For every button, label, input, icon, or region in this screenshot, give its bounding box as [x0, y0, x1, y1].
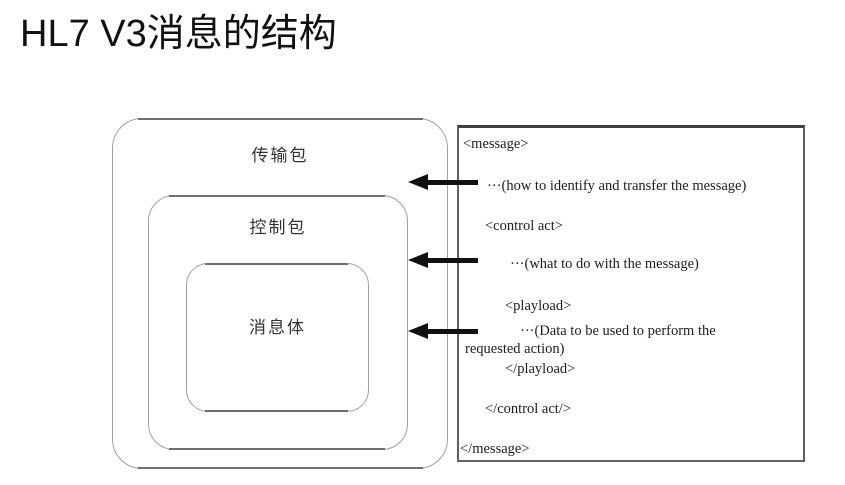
code-line-message-open: <message> — [463, 136, 529, 152]
message-body-label: 消息体 — [249, 318, 306, 337]
code-line-playload-open: <playload> — [505, 298, 572, 314]
page-title: HL7 V3消息的结构 — [20, 13, 337, 55]
box-transport-package: 传输包 — [112, 118, 448, 469]
box-control-package: 控制包 — [148, 195, 408, 450]
code-line-data-to-be: ···(Data to be used to perform the — [520, 323, 716, 339]
control-package-label: 控制包 — [249, 218, 307, 237]
left-arrow-icon-payload — [408, 323, 478, 339]
code-line-how-to: ···(how to identify and transfer the mes… — [487, 178, 747, 194]
message-xml-panel: <message> ···(how to identify and transf… — [457, 125, 805, 462]
left-arrow-icon-transport — [408, 174, 478, 190]
box-message-body: 消息体 — [186, 263, 369, 412]
code-line-playload-close: </playload> — [505, 361, 576, 377]
code-line-requested-action: requested action) — [465, 341, 565, 357]
code-line-controlact-open: <control act> — [485, 218, 563, 234]
code-line-what-to-do: ···(what to do with the message) — [510, 256, 699, 272]
code-line-controlact-close: </control act/> — [485, 401, 572, 417]
left-arrow-icon-control — [408, 252, 478, 268]
code-line-message-close: </message> — [460, 441, 530, 457]
transport-package-label: 传输包 — [251, 146, 309, 165]
